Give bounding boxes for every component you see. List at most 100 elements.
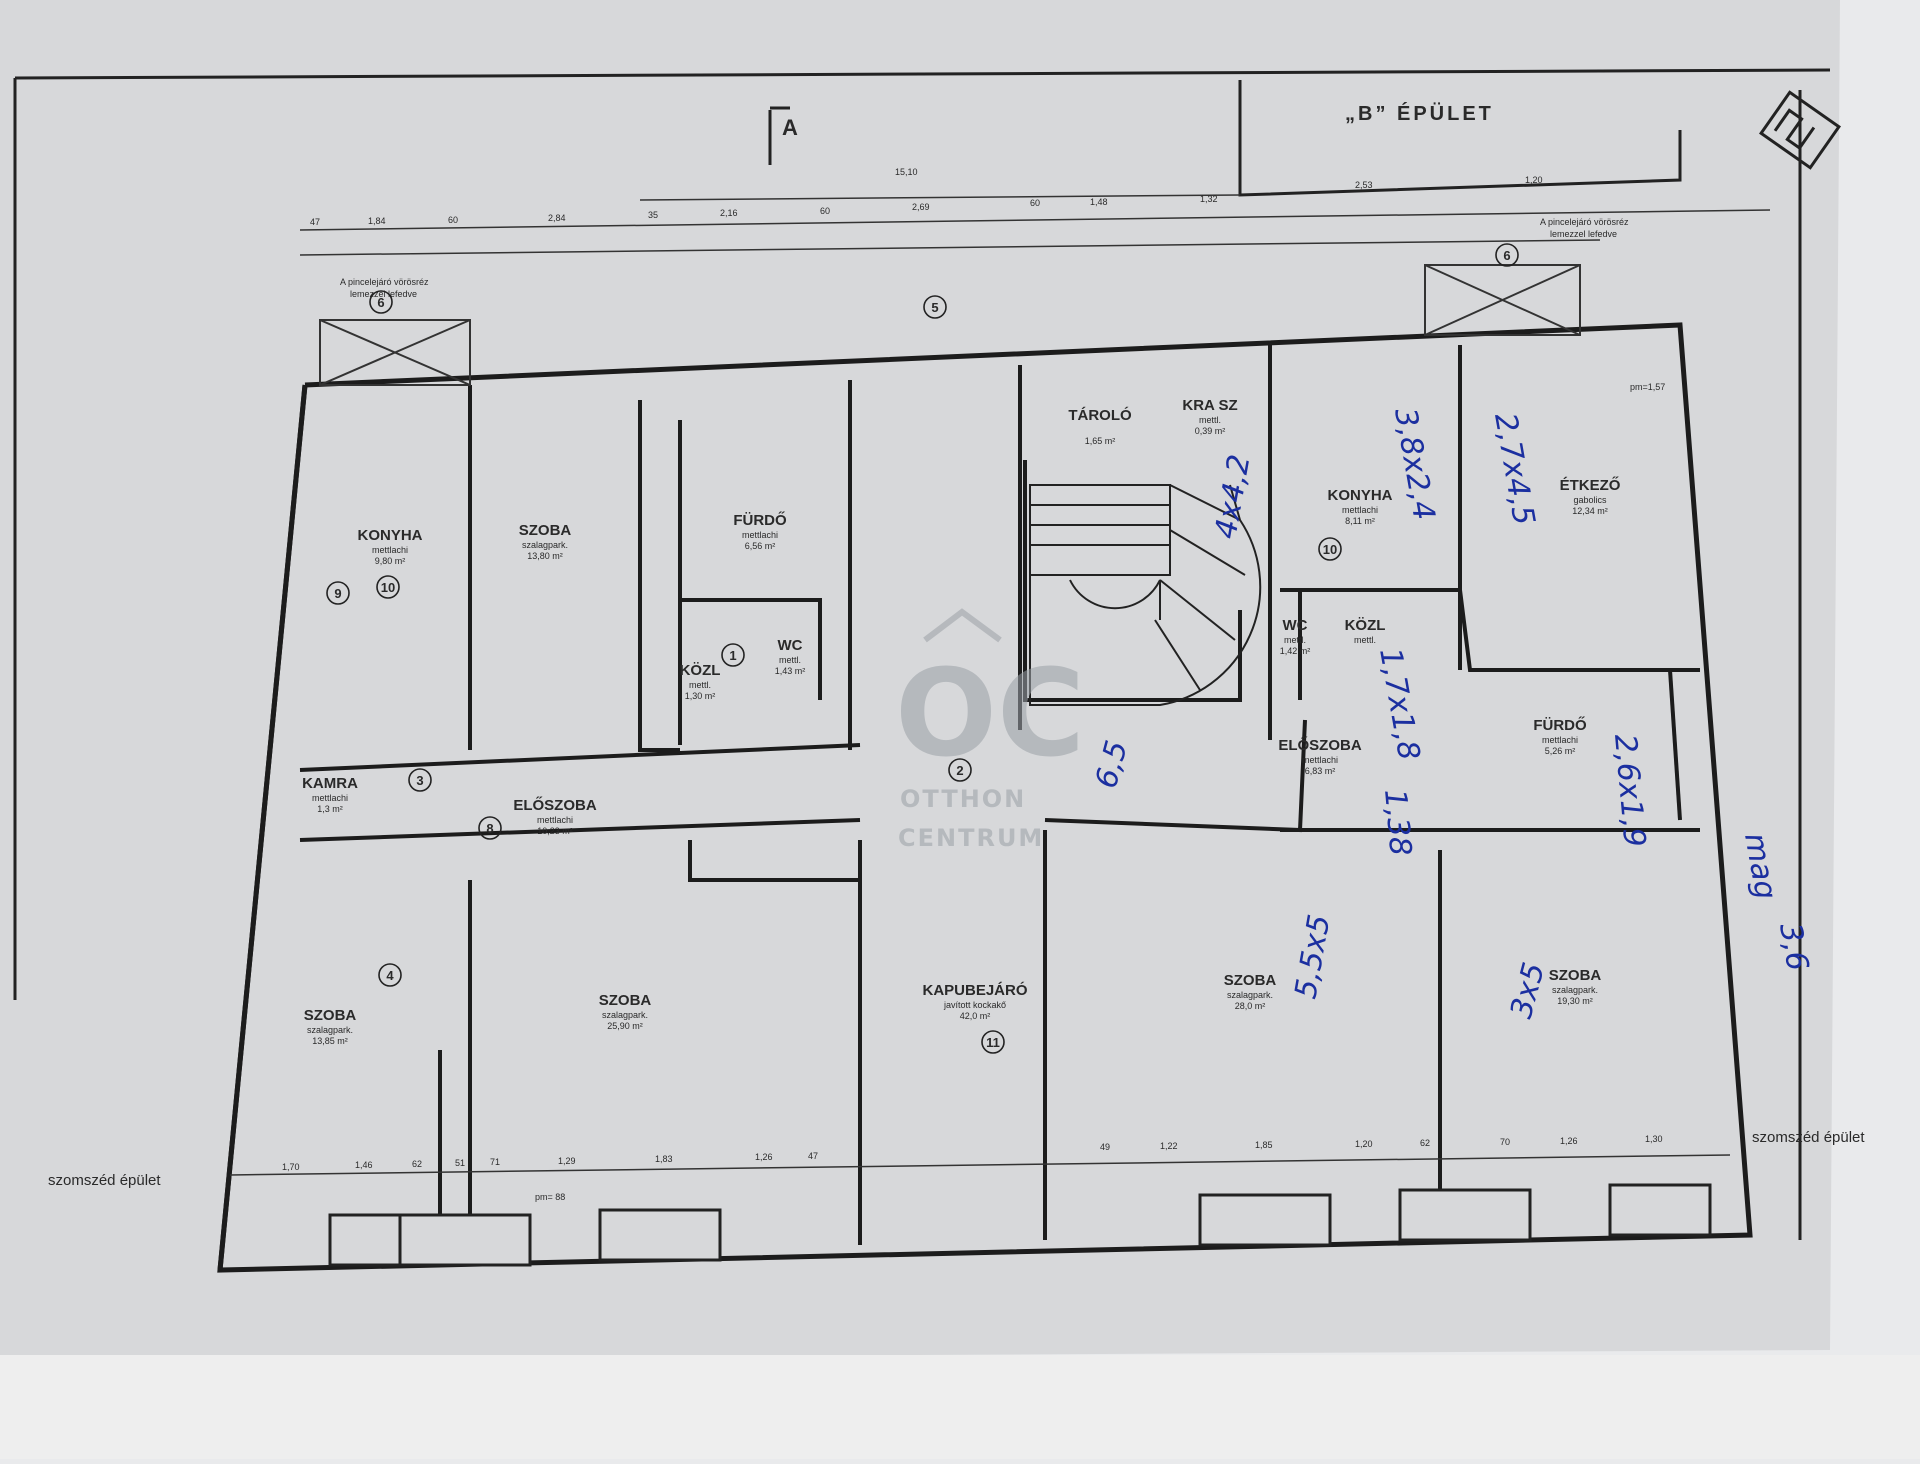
room-area: 9,80 m² bbox=[375, 556, 406, 566]
top-dimensions: 47 1,84 60 2,84 35 2,16 60 2,69 60 1,48 … bbox=[310, 167, 1543, 227]
facade-windows bbox=[328, 1183, 1712, 1267]
tag-number: 11 bbox=[986, 1035, 1000, 1050]
cellar-note-left-line2: lemezzel lefedve bbox=[350, 289, 417, 299]
tag-number: 3 bbox=[416, 773, 423, 788]
neighbor-left-label: szomszéd épület bbox=[48, 1172, 161, 1189]
room-floor: szalagpark. bbox=[307, 1025, 353, 1035]
room-area: 0,39 m² bbox=[1195, 426, 1226, 436]
room-area: 42,0 m² bbox=[960, 1011, 991, 1021]
level-mark-top: pm=1,57 bbox=[1630, 382, 1665, 392]
tag-marker: 6 bbox=[1495, 243, 1519, 267]
watermark-line1: OTTHON bbox=[900, 785, 1026, 813]
room-area: 28,0 m² bbox=[1235, 1001, 1266, 1011]
tag-marker: 5 bbox=[923, 295, 947, 319]
room-name: SZOBA bbox=[1549, 967, 1602, 984]
svg-text:1,83: 1,83 bbox=[655, 1154, 673, 1164]
outer-walls bbox=[217, 322, 1753, 1273]
svg-text:2,69: 2,69 bbox=[912, 202, 930, 212]
watermark-line2: CENTRUM bbox=[898, 824, 1044, 852]
svg-text:62: 62 bbox=[1420, 1138, 1430, 1148]
cellar-note-left: A pincelejáró vörösréz lemezzel lefedve bbox=[340, 277, 429, 299]
tag-circle bbox=[923, 295, 947, 319]
svg-text:1,46: 1,46 bbox=[355, 1160, 373, 1170]
room-floor: szalagpark. bbox=[602, 1010, 648, 1020]
room-area: 1,42 m² bbox=[1280, 646, 1311, 656]
tag-circle bbox=[1495, 243, 1519, 267]
room-name: SZOBA bbox=[304, 1007, 357, 1024]
svg-text:1,30: 1,30 bbox=[1645, 1134, 1663, 1144]
svg-text:1,48: 1,48 bbox=[1090, 197, 1108, 207]
svg-text:2,84: 2,84 bbox=[548, 213, 566, 223]
north-arrow-icon bbox=[1758, 90, 1842, 170]
neighbor-right-label: szomszéd épület bbox=[1752, 1129, 1865, 1146]
staircase bbox=[1029, 484, 1262, 706]
tag-number: 10 bbox=[1323, 542, 1337, 557]
svg-text:1,26: 1,26 bbox=[1560, 1136, 1578, 1146]
room-name: SZOBA bbox=[1224, 972, 1277, 989]
tag-marker: 9 bbox=[326, 581, 350, 605]
tag-number: 5 bbox=[931, 300, 938, 315]
svg-text:1,22: 1,22 bbox=[1160, 1141, 1178, 1151]
svg-text:51: 51 bbox=[455, 1158, 465, 1168]
tag-number: 6 bbox=[1503, 248, 1510, 263]
room-floor: mettlachi bbox=[537, 815, 573, 825]
room-floor: mettl. bbox=[1284, 635, 1306, 645]
building-label: „B” ÉPÜLET bbox=[1345, 102, 1494, 125]
room-name: FÜRDŐ bbox=[1533, 716, 1587, 734]
svg-text:1,29: 1,29 bbox=[558, 1156, 576, 1166]
svg-text:60: 60 bbox=[820, 206, 830, 216]
svg-text:71: 71 bbox=[490, 1157, 500, 1167]
svg-text:60: 60 bbox=[1030, 198, 1040, 208]
room-area: 1,43 m² bbox=[775, 666, 806, 676]
room-floor: mettl. bbox=[1199, 415, 1221, 425]
cellar-note-right-line2: lemezzel lefedve bbox=[1550, 229, 1617, 239]
room-floor: mettlachi bbox=[312, 793, 348, 803]
tag-marker: 2 bbox=[948, 758, 972, 782]
svg-text:1,70: 1,70 bbox=[282, 1162, 300, 1172]
room-name: KONYHA bbox=[1327, 487, 1392, 504]
room-name: KÖZL bbox=[680, 662, 721, 679]
tag-marker: 3 bbox=[408, 768, 432, 792]
tag-marker: 6 bbox=[369, 290, 393, 314]
tag-marker: 8 bbox=[478, 816, 502, 840]
room-area: 1,3 m² bbox=[317, 804, 343, 814]
tag-circle bbox=[478, 816, 502, 840]
tag-number: 1 bbox=[729, 648, 736, 663]
room-floor: javított kockakő bbox=[943, 1000, 1006, 1010]
room-name: ÉTKEZŐ bbox=[1560, 476, 1621, 494]
tag-marker: 10 bbox=[1318, 537, 1342, 561]
level-mark-bottom: pm= 88 bbox=[535, 1192, 565, 1202]
room-floor: gabolics bbox=[1573, 495, 1607, 505]
tag-circle bbox=[981, 1030, 1005, 1054]
section-marker-a: A bbox=[770, 106, 798, 140]
room-name: SZOBA bbox=[519, 522, 572, 539]
room-name: WC bbox=[778, 637, 803, 654]
property-lines bbox=[13, 68, 1831, 1240]
room-floor: szalagpark. bbox=[1552, 985, 1598, 995]
room-name: KRA SZ bbox=[1182, 397, 1237, 414]
table-surface bbox=[0, 1355, 1920, 1459]
room-floor: mettl. bbox=[1354, 635, 1376, 645]
room-floor: mettlachi bbox=[372, 545, 408, 555]
cellar-note-left-line1: A pincelejáró vörösréz bbox=[340, 277, 429, 287]
room-name: ELŐSZOBA bbox=[513, 796, 597, 814]
svg-text:1,32: 1,32 bbox=[1200, 194, 1218, 204]
room-floor: mettlachi bbox=[742, 530, 778, 540]
tag-circle bbox=[408, 768, 432, 792]
room-name: KAMRA bbox=[302, 775, 358, 792]
tag-number: 8 bbox=[486, 821, 493, 836]
watermark-letters: OC bbox=[895, 645, 1085, 784]
room-name: KÖZL bbox=[1345, 617, 1386, 634]
